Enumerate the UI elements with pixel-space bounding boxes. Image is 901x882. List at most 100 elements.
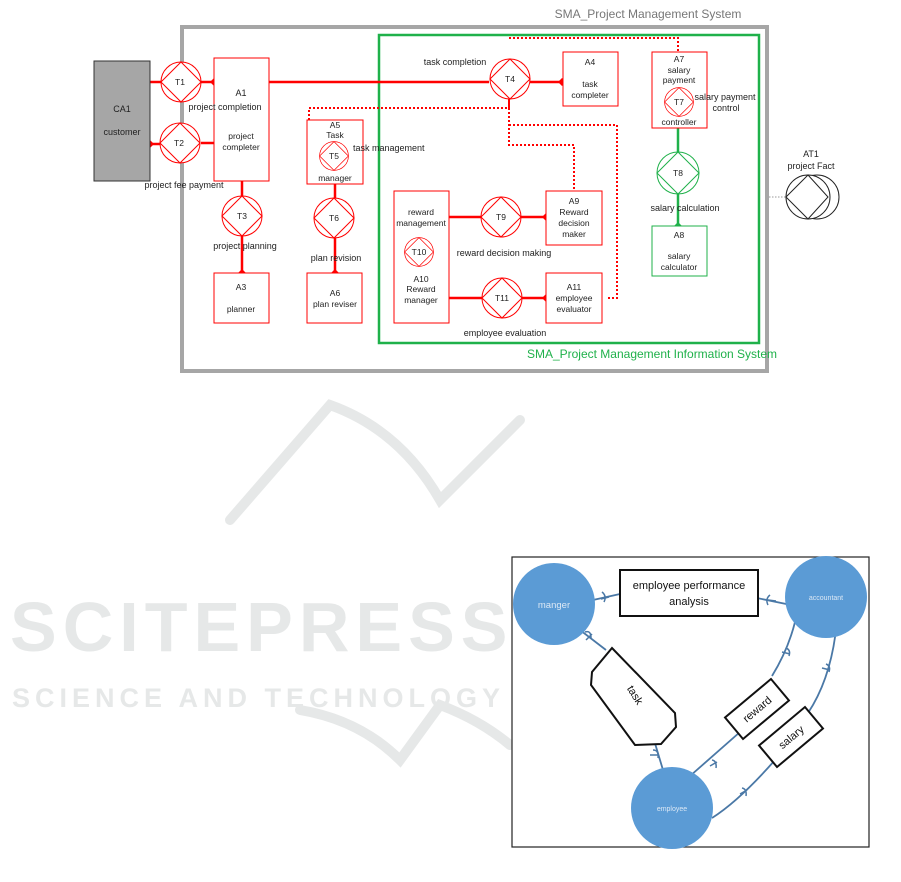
actor-a5[interactable]: A5 Task T5 manager <box>306 119 364 185</box>
a9-line1: Reward <box>559 207 589 217</box>
role-employee[interactable]: employee <box>631 767 713 849</box>
t2-id: T2 <box>174 138 184 148</box>
at1-label: project Fact <box>787 161 835 171</box>
accountant-label: accountant <box>809 595 843 602</box>
performance-line1: employee performance <box>633 580 746 592</box>
manager-label: manger <box>538 600 570 611</box>
a8-line2: calculator <box>661 262 698 272</box>
a8-line1: salary <box>668 251 691 261</box>
a10-id: A10 <box>413 274 428 284</box>
dotted-link-a5-t4 <box>308 79 510 120</box>
role-manager[interactable]: manger <box>513 563 595 645</box>
t7-id: T7 <box>674 97 684 107</box>
t7-label2: control <box>712 103 739 113</box>
a6-id: A6 <box>330 288 341 298</box>
a8-id: A8 <box>674 230 685 240</box>
a10-line1: Reward <box>406 284 436 294</box>
object-task[interactable]: task <box>589 646 678 747</box>
bottom-diagram: manger accountant employee employee perf… <box>511 556 870 849</box>
t4-id: T4 <box>505 74 515 84</box>
transaction-t1[interactable]: T1 <box>160 61 202 103</box>
t7-label1: salary payment <box>694 92 756 102</box>
actor-a6[interactable]: A6 plan reviser <box>306 272 363 324</box>
a10-line0a: reward <box>408 207 434 217</box>
performance-line2: analysis <box>669 596 709 608</box>
a5-line1: Task <box>326 130 344 140</box>
inner-system-title: SMA_Project Management Information Syste… <box>527 347 777 361</box>
t8-id: T8 <box>673 168 683 178</box>
t4-label: task completion <box>424 57 487 67</box>
actor-a9[interactable]: A9 Reward decision maker <box>545 190 603 246</box>
transaction-t6[interactable]: T6 <box>313 197 355 239</box>
a3-id: A3 <box>236 282 247 292</box>
t11-id: T11 <box>495 293 509 303</box>
solid-links <box>150 80 562 300</box>
transaction-t3[interactable]: T3 <box>221 195 263 237</box>
a1-line2: completer <box>222 142 259 152</box>
transaction-t2[interactable]: T2 <box>159 122 201 164</box>
ca1-id: CA1 <box>113 104 131 114</box>
a5-id: A5 <box>330 120 341 130</box>
a11-line2: evaluator <box>557 304 592 314</box>
a3-line1: planner <box>227 304 256 314</box>
ca1-name: customer <box>103 127 140 137</box>
transaction-t11[interactable]: T11 <box>481 277 523 319</box>
link-markers <box>584 591 831 797</box>
object-performance-analysis[interactable]: employee performance analysis <box>619 569 759 617</box>
t6-id: T6 <box>329 213 339 223</box>
watermark: SCITEPRESS SCIENCE AND TECHNOLOGY PUBLIC… <box>10 399 773 768</box>
object-reward[interactable]: reward <box>723 677 791 741</box>
dotted-link-t4-a9 <box>508 80 575 191</box>
t5-label: task management <box>353 143 425 153</box>
a11-id: A11 <box>567 282 582 292</box>
t11-label: employee evaluation <box>464 328 547 338</box>
transaction-t9[interactable]: T9 <box>480 196 522 238</box>
t6-label: plan revision <box>311 253 362 263</box>
customer-actor-ca1[interactable]: CA1 customer <box>93 60 151 182</box>
transaction-t4[interactable]: T4 <box>489 58 531 100</box>
a5-line2: manager <box>318 173 352 183</box>
a10-line0b: management <box>396 218 446 228</box>
t8-label: salary calculation <box>650 203 719 213</box>
a6-line1: plan reviser <box>313 299 357 309</box>
a9-line3: maker <box>562 229 586 239</box>
t9-id: T9 <box>496 212 506 222</box>
object-salary[interactable]: salary <box>757 705 825 769</box>
t9-label: reward decision making <box>457 248 552 258</box>
a4-line2: completer <box>571 90 608 100</box>
actor-a11[interactable]: A11 employee evaluator <box>545 272 603 324</box>
t2-label: project fee payment <box>144 180 224 190</box>
t5-id: T5 <box>329 151 339 161</box>
inner-system-boundary <box>377 33 761 345</box>
role-accountant[interactable]: accountant <box>785 556 867 638</box>
actor-a1[interactable]: A1 project completer <box>213 57 270 182</box>
external-fact-at1[interactable]: AT1 project Fact <box>785 149 840 220</box>
dotted-link-t4-a7 <box>509 37 679 52</box>
actor-a7[interactable]: A7 salary payment T7 controller <box>651 51 708 129</box>
t3-id: T3 <box>237 211 247 221</box>
actor-a10[interactable]: reward management T10 A10 Reward manager <box>393 190 450 324</box>
transaction-t8[interactable]: T8 <box>656 151 700 195</box>
a1-line1: project <box>228 131 254 141</box>
at1-id: AT1 <box>803 149 819 159</box>
employee-label: employee <box>657 806 687 813</box>
dotted-link-t4-a11 <box>509 124 618 299</box>
actor-a4[interactable]: A4 task completer <box>562 51 619 107</box>
t1-label: project completion <box>188 102 261 112</box>
a11-line1: employee <box>556 293 593 303</box>
a9-line2: decision <box>558 218 589 228</box>
t1-id: T1 <box>175 77 185 87</box>
a10-line2: manager <box>404 295 438 305</box>
a7-line2: payment <box>663 75 696 85</box>
a7-line3: controller <box>662 117 697 127</box>
top-diagram: SMA_Project Management System SMA_Projec… <box>93 7 840 373</box>
t10-id: T10 <box>412 247 427 257</box>
a7-line1: salary <box>668 65 691 75</box>
t3-label: project planning <box>213 241 277 251</box>
a9-id: A9 <box>569 196 580 206</box>
actor-a8[interactable]: A8 salary calculator <box>651 225 708 277</box>
watermark-line1: SCITEPRESS <box>10 588 513 666</box>
outer-system-title: SMA_Project Management System <box>555 7 742 21</box>
actor-a3[interactable]: A3 planner <box>213 272 270 324</box>
